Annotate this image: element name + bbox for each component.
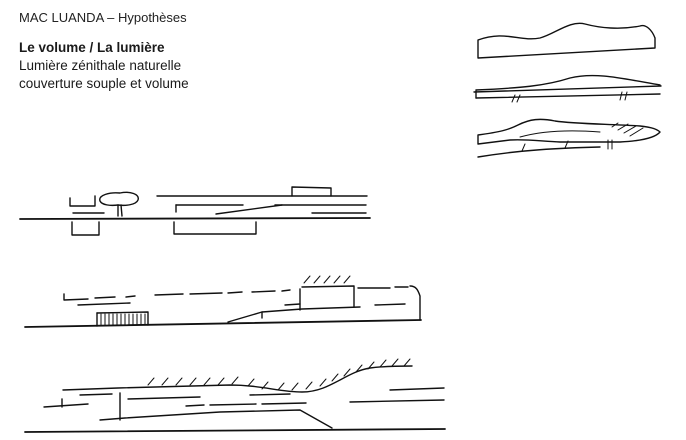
project-title: MAC LUANDA – Hypothèses bbox=[19, 10, 187, 25]
sketch-elevation-2 bbox=[473, 74, 662, 103]
sketch-elevation-3 bbox=[477, 118, 661, 158]
subtitle-line-2: couverture souple et volume bbox=[19, 76, 189, 91]
subtitle-line-1: Lumière zénithale naturelle bbox=[19, 58, 182, 73]
header: MAC LUANDA – Hypothèses Le volume / La l… bbox=[19, 10, 189, 93]
section-3 bbox=[24, 358, 446, 433]
sheet-title: Le volume / La lumière bbox=[19, 40, 165, 55]
section-2 bbox=[24, 275, 422, 328]
sketch-elevation-1 bbox=[477, 22, 656, 59]
section-1 bbox=[19, 186, 371, 236]
